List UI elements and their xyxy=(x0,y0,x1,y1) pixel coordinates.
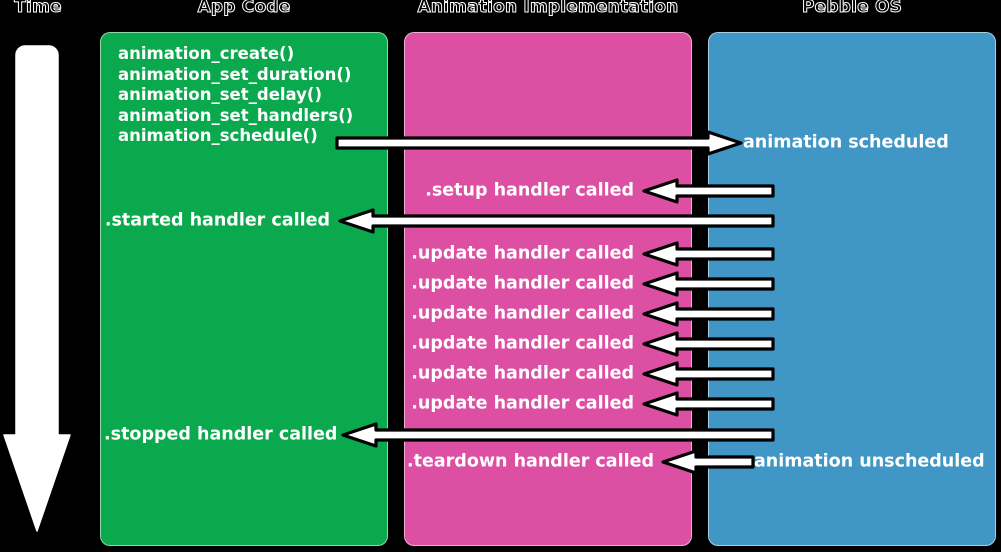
event-label-update-handler: .update handler called xyxy=(411,333,634,354)
time-direction-arrow xyxy=(2,42,72,538)
arrow-teardown-handler xyxy=(660,449,756,475)
arrow-update-handler xyxy=(641,301,776,327)
event-label-animation-unscheduled: animation unscheduled xyxy=(754,451,985,472)
event-label-update-handler: .update handler called xyxy=(411,363,634,384)
event-label-update-handler: .update handler called xyxy=(411,303,634,324)
event-label-update-handler: .update handler called xyxy=(411,273,634,294)
app-code-call-list: animation_create() animation_set_duratio… xyxy=(118,44,353,147)
app-code-call-3: animation_set_handlers() xyxy=(118,105,354,125)
arrow-update-handler xyxy=(641,391,776,417)
app-code-call-4: animation_schedule() xyxy=(118,126,318,145)
time-axis-header: Time xyxy=(14,0,62,18)
arrow-started-handler xyxy=(337,208,776,234)
arrow-update-handler xyxy=(641,271,776,297)
event-label-started-handler: .started handler called xyxy=(104,210,330,231)
lane-animation-implementation xyxy=(404,32,692,546)
arrow-update-handler xyxy=(641,241,776,267)
app-code-call-2: animation_set_delay() xyxy=(118,85,323,104)
event-label-update-handler: .update handler called xyxy=(411,243,634,264)
event-label-teardown-handler: .teardown handler called xyxy=(406,451,654,472)
arrow-setup-handler xyxy=(641,178,776,204)
column-header-animation-implementation: Animation Implementation xyxy=(417,0,679,18)
column-header-app-code: App Code xyxy=(197,0,291,18)
event-label-setup-handler: .setup handler called xyxy=(425,180,634,201)
app-code-call-1: animation_set_duration() xyxy=(118,64,352,84)
arrow-update-handler xyxy=(641,361,776,387)
event-label-animation-scheduled: animation scheduled xyxy=(743,132,949,153)
arrow-animation-scheduled xyxy=(334,130,744,156)
arrow-update-handler xyxy=(641,331,776,357)
event-label-update-handler: .update handler called xyxy=(411,393,634,414)
lane-app-code xyxy=(100,32,388,546)
column-header-pebble-os: Pebble OS xyxy=(801,0,903,18)
app-code-call-0: animation_create() xyxy=(118,44,295,63)
arrow-stopped-handler xyxy=(340,422,776,448)
event-label-stopped-handler: .stopped handler called xyxy=(104,424,338,445)
